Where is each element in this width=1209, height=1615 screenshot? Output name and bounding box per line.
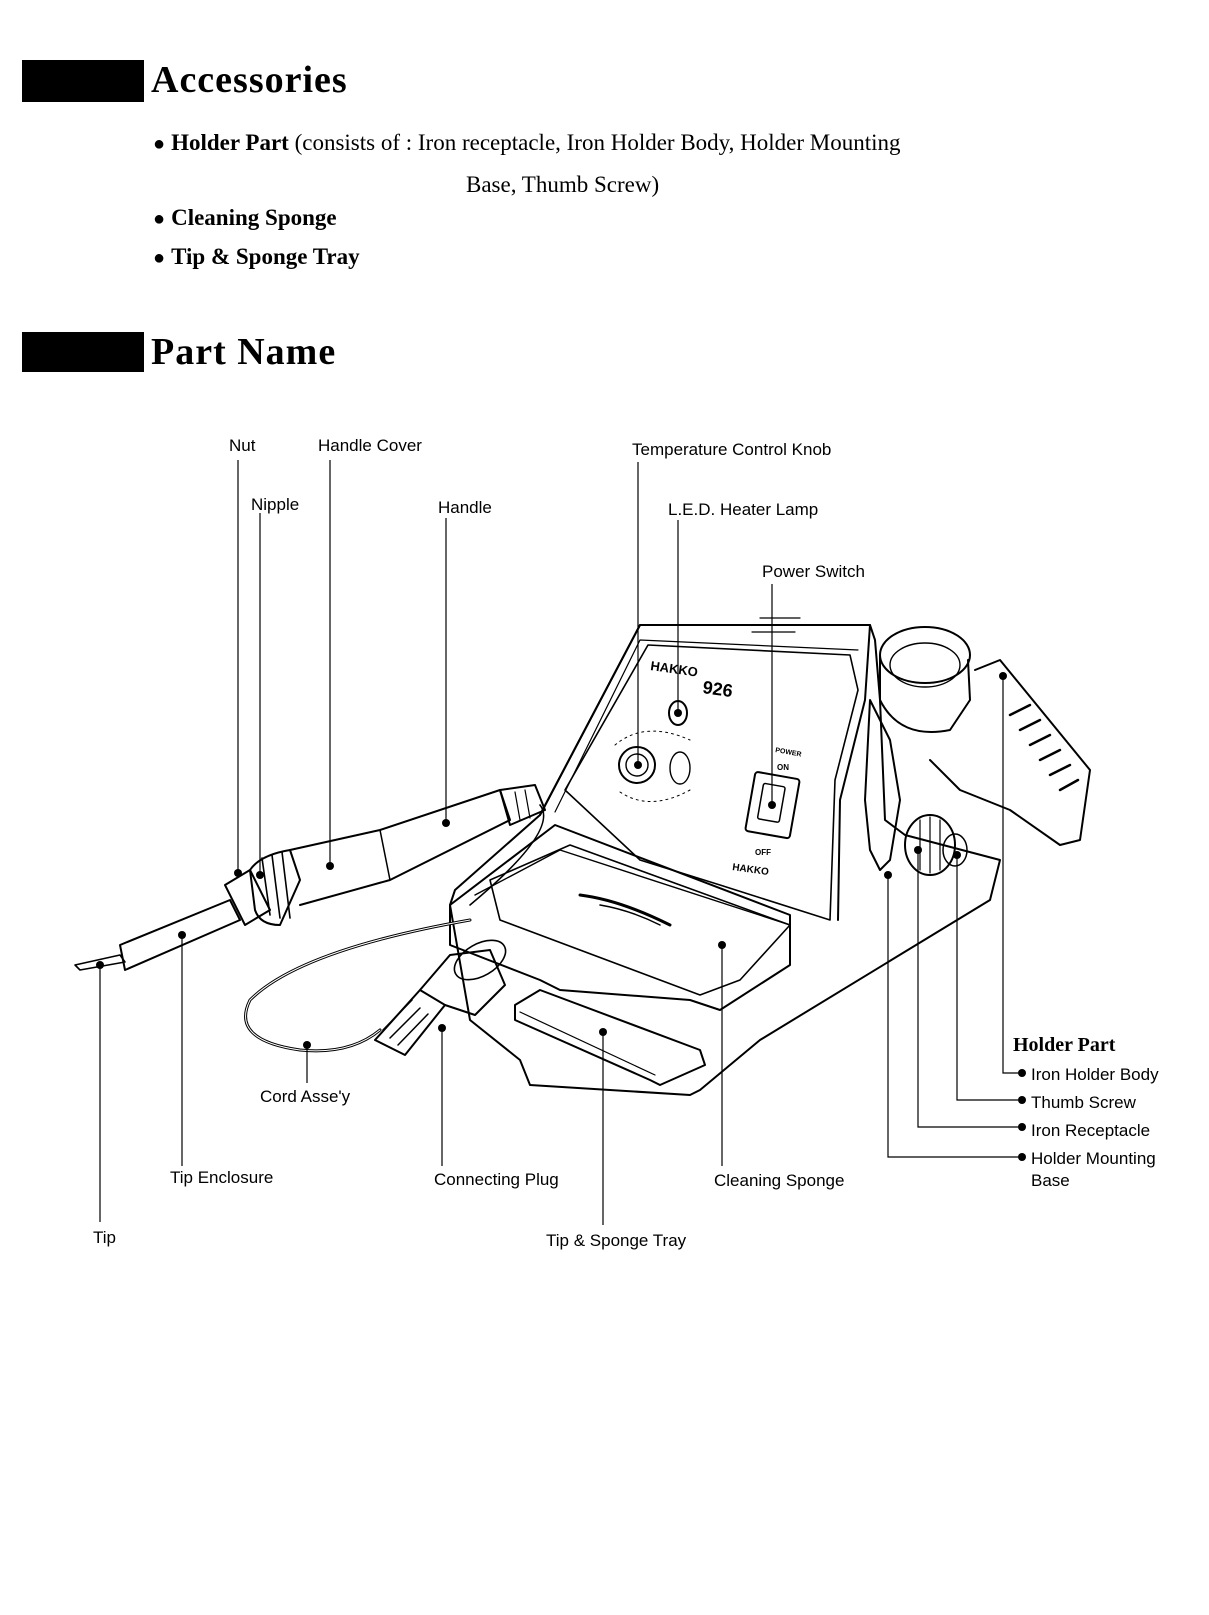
- label-tip-enclosure: Tip Enclosure: [170, 1168, 274, 1187]
- cord-loop: [244, 918, 472, 1053]
- label-nipple: Nipple: [251, 495, 300, 514]
- cleaning-sponge-shape: [489, 844, 791, 996]
- accessory-item-tip-sponge-tray: ●Tip & Sponge Tray: [153, 244, 360, 269]
- model-mark: 926: [701, 677, 734, 701]
- label-connecting-plug: Connecting Plug: [434, 1170, 559, 1189]
- power-mark: POWER: [775, 747, 802, 758]
- bullet-icon: ●: [153, 247, 166, 269]
- part-name-title: Part Name: [151, 331, 337, 373]
- label-handle: Handle: [438, 498, 492, 517]
- label-led-heater-lamp: L.E.D. Heater Lamp: [668, 500, 819, 519]
- label-cord-assy: Cord Asse'y: [260, 1087, 351, 1106]
- cord-shape: [469, 804, 545, 906]
- accessory-item-holder-part-cont: Base, Thumb Screw): [466, 172, 660, 197]
- soldering-iron-shape: [74, 784, 546, 971]
- bullet-icon: ●: [153, 208, 166, 230]
- part-name-section-bar: [22, 332, 144, 372]
- label-tip: Tip: [93, 1228, 116, 1247]
- holder-part-title: Holder Part: [1013, 1034, 1116, 1056]
- holder-item-thumb-screw: Thumb Screw: [1031, 1093, 1136, 1112]
- label-power-switch: Power Switch: [762, 562, 865, 581]
- bullet-icon: ●: [153, 133, 166, 155]
- station-top: [539, 624, 871, 921]
- accessories-title: Accessories: [151, 59, 348, 101]
- accessories-section-bar: [22, 60, 144, 102]
- brand-mark: HAKKO: [650, 658, 699, 679]
- tip-sponge-tray-shape: [514, 989, 706, 1086]
- accessory-item-cleaning-sponge: ●Cleaning Sponge: [153, 205, 337, 230]
- holder-item-holder-mounting: Holder Mounting: [1031, 1149, 1156, 1168]
- off-mark: OFF: [755, 848, 771, 857]
- label-handle-cover: Handle Cover: [318, 436, 422, 455]
- iron-holder-shape: [864, 626, 1091, 876]
- accessory-item-holder-part: ●Holder Part (consists of : Iron recepta…: [153, 130, 901, 155]
- label-cleaning-sponge: Cleaning Sponge: [714, 1171, 845, 1190]
- label-nut: Nut: [229, 436, 256, 455]
- holder-item-iron-holder-body: Iron Holder Body: [1031, 1065, 1159, 1084]
- holder-item-iron-receptacle: Iron Receptacle: [1031, 1121, 1151, 1140]
- brand-mark-lower: HAKKO: [732, 862, 770, 878]
- on-mark: ON: [777, 763, 789, 772]
- station-body: [449, 624, 1001, 1096]
- label-temperature-control-knob: Temperature Control Knob: [632, 440, 832, 459]
- label-tip-sponge-tray: Tip & Sponge Tray: [546, 1231, 687, 1250]
- power-switch-shape: [744, 771, 801, 840]
- connecting-plug-shape: [374, 939, 507, 1056]
- holder-item-base: Base: [1031, 1171, 1070, 1190]
- sponge-tray-housing: [449, 824, 791, 1011]
- temperature-knob-shape: [614, 730, 691, 802]
